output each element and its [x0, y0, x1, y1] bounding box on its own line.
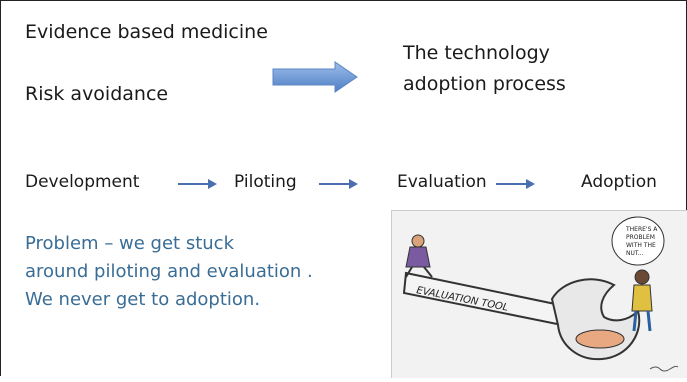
adoption-process-text: adoption process [403, 73, 566, 95]
step-adoption: Adoption [581, 172, 657, 192]
technology-text: The technology [403, 42, 550, 64]
step-arrow-1 [178, 179, 217, 189]
step-development: Development [25, 172, 140, 192]
speech-line-1: THERE'S A [625, 226, 658, 233]
step-arrow-2 [319, 179, 358, 189]
cartoon-illustration: EVALUATION TOOL THERE'S A PROBLEM WITH T… [402, 216, 679, 372]
problem-line-2: around piloting and evaluation . [25, 261, 313, 282]
speech-line-4: NUT... [626, 250, 644, 257]
evidence-based-medicine-text: Evidence based medicine [25, 21, 268, 43]
big-right-arrow [272, 61, 358, 93]
speech-line-2: PROBLEM [626, 234, 655, 241]
risk-avoidance-text: Risk avoidance [25, 83, 169, 105]
speech-line-3: WITH THE [626, 242, 656, 249]
evaluation-tool-cartoon: EVALUATION TOOL THERE'S A PROBLEM WITH T… [391, 210, 687, 378]
step-evaluation: Evaluation [397, 172, 487, 192]
step-arrow-3 [496, 179, 535, 189]
step-piloting: Piloting [234, 172, 297, 192]
problem-line-1: Problem – we get stuck [25, 233, 234, 254]
problem-line-3: We never get to adoption. [25, 289, 261, 310]
